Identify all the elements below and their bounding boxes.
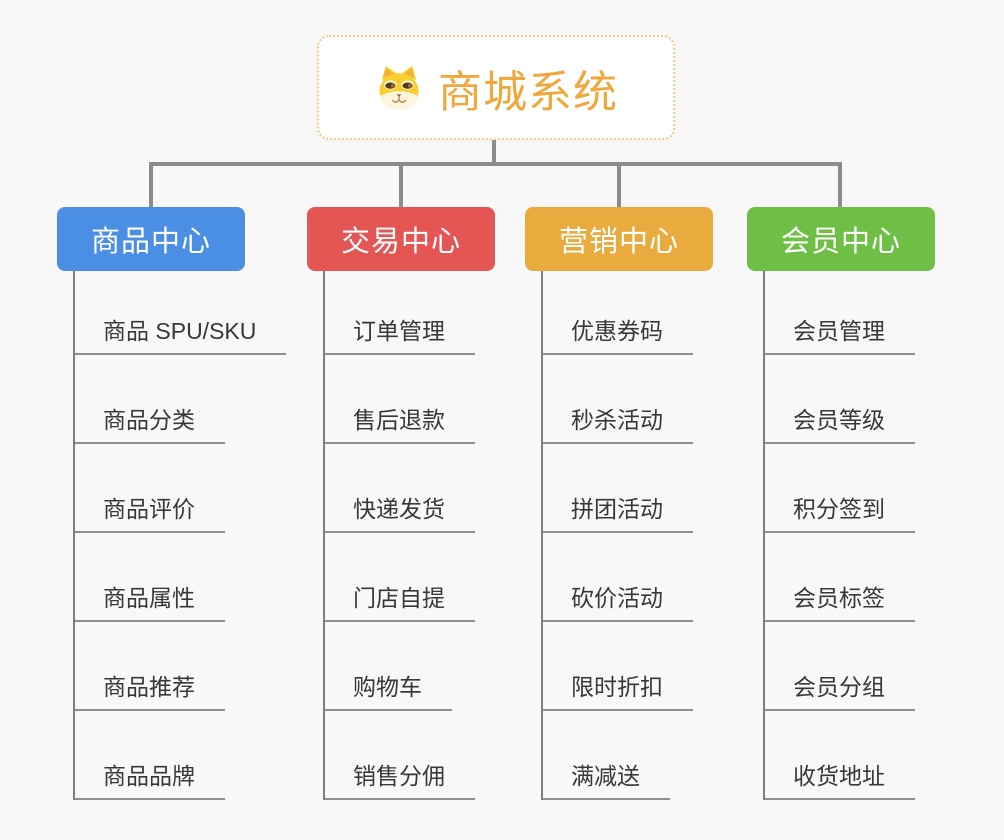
shiba-dog-icon: [374, 63, 424, 113]
child-node-label[interactable]: 砍价活动: [541, 579, 693, 622]
child-node-label[interactable]: 商品品牌: [73, 757, 225, 800]
child-node-label[interactable]: 限时折扣: [541, 668, 693, 711]
branch-marketing-center: 营销中心 优惠券码 秒杀活动 拼团活动 砍价活动 限时折扣 满减送: [525, 207, 713, 800]
child-node: 会员管理: [747, 266, 935, 355]
child-node-label[interactable]: 秒杀活动: [541, 401, 693, 444]
child-node-label[interactable]: 快递发货: [323, 490, 475, 533]
child-node-label[interactable]: 订单管理: [323, 312, 475, 355]
child-node: 收货地址: [747, 711, 935, 800]
connector-horizontal-bar: [149, 162, 842, 166]
branch-trade-center: 交易中心 订单管理 售后退款 快递发货 门店自提 购物车 销售分佣: [307, 207, 495, 800]
child-node-label[interactable]: 销售分佣: [323, 757, 475, 800]
branch-trunk-line: [323, 271, 325, 800]
child-node-label[interactable]: 优惠券码: [541, 312, 693, 355]
child-node: 会员标签: [747, 533, 935, 622]
child-node: 商品推荐: [57, 622, 245, 711]
child-node: 满减送: [525, 711, 713, 800]
branch-children: 订单管理 售后退款 快递发货 门店自提 购物车 销售分佣: [307, 266, 495, 800]
child-node: 购物车: [307, 622, 495, 711]
child-node: 砍价活动: [525, 533, 713, 622]
child-node: 商品品牌: [57, 711, 245, 800]
branch-header[interactable]: 交易中心: [307, 207, 495, 271]
branch-product-center: 商品中心 商品 SPU/SKU 商品分类 商品评价 商品属性 商品推荐 商品品牌: [57, 207, 287, 800]
child-node-label[interactable]: 购物车: [323, 668, 452, 711]
connector-branch-drop: [399, 164, 403, 207]
child-node: 销售分佣: [307, 711, 495, 800]
child-node: 会员分组: [747, 622, 935, 711]
child-node-label[interactable]: 会员标签: [763, 579, 915, 622]
child-node-label[interactable]: 会员分组: [763, 668, 915, 711]
branch-member-center: 会员中心 会员管理 会员等级 积分签到 会员标签 会员分组 收货地址: [747, 207, 935, 800]
child-node-label[interactable]: 拼团活动: [541, 490, 693, 533]
branch-children: 会员管理 会员等级 积分签到 会员标签 会员分组 收货地址: [747, 266, 935, 800]
branch-children: 商品 SPU/SKU 商品分类 商品评价 商品属性 商品推荐 商品品牌: [57, 266, 287, 800]
branch-trunk-line: [763, 271, 765, 800]
child-node-label[interactable]: 收货地址: [763, 757, 915, 800]
child-node: 秒杀活动: [525, 355, 713, 444]
child-node-label[interactable]: 售后退款: [323, 401, 475, 444]
connector-root-drop: [492, 140, 496, 166]
branch-trunk-line: [73, 271, 75, 800]
branch-trunk-line: [541, 271, 543, 800]
branch-header[interactable]: 会员中心: [747, 207, 935, 271]
branch-header[interactable]: 营销中心: [525, 207, 713, 271]
child-node: 售后退款: [307, 355, 495, 444]
child-node: 商品分类: [57, 355, 245, 444]
child-node: 商品 SPU/SKU: [57, 266, 287, 355]
child-node: 积分签到: [747, 444, 935, 533]
child-node-label[interactable]: 积分签到: [763, 490, 915, 533]
root-node[interactable]: 商城系统: [317, 35, 675, 140]
child-node: 会员等级: [747, 355, 935, 444]
connector-branch-drop: [149, 164, 153, 207]
root-title: 商城系统: [438, 67, 618, 117]
child-node: 拼团活动: [525, 444, 713, 533]
child-node-label[interactable]: 商品分类: [73, 401, 225, 444]
child-node-label[interactable]: 会员管理: [763, 312, 915, 355]
branch-header[interactable]: 商品中心: [57, 207, 245, 271]
child-node: 订单管理: [307, 266, 495, 355]
child-node-label[interactable]: 满减送: [541, 757, 670, 800]
connector-branch-drop: [838, 164, 842, 207]
child-node: 商品属性: [57, 533, 245, 622]
child-node: 快递发货: [307, 444, 495, 533]
child-node-label[interactable]: 商品推荐: [73, 668, 225, 711]
child-node-label[interactable]: 商品属性: [73, 579, 225, 622]
connector-branch-drop: [617, 164, 621, 207]
child-node: 门店自提: [307, 533, 495, 622]
child-node: 优惠券码: [525, 266, 713, 355]
child-node-label[interactable]: 商品 SPU/SKU: [73, 312, 287, 355]
child-node: 限时折扣: [525, 622, 713, 711]
branch-children: 优惠券码 秒杀活动 拼团活动 砍价活动 限时折扣 满减送: [525, 266, 713, 800]
child-node-label[interactable]: 门店自提: [323, 579, 475, 622]
child-node-label[interactable]: 商品评价: [73, 490, 225, 533]
child-node-label[interactable]: 会员等级: [763, 401, 915, 444]
child-node: 商品评价: [57, 444, 245, 533]
